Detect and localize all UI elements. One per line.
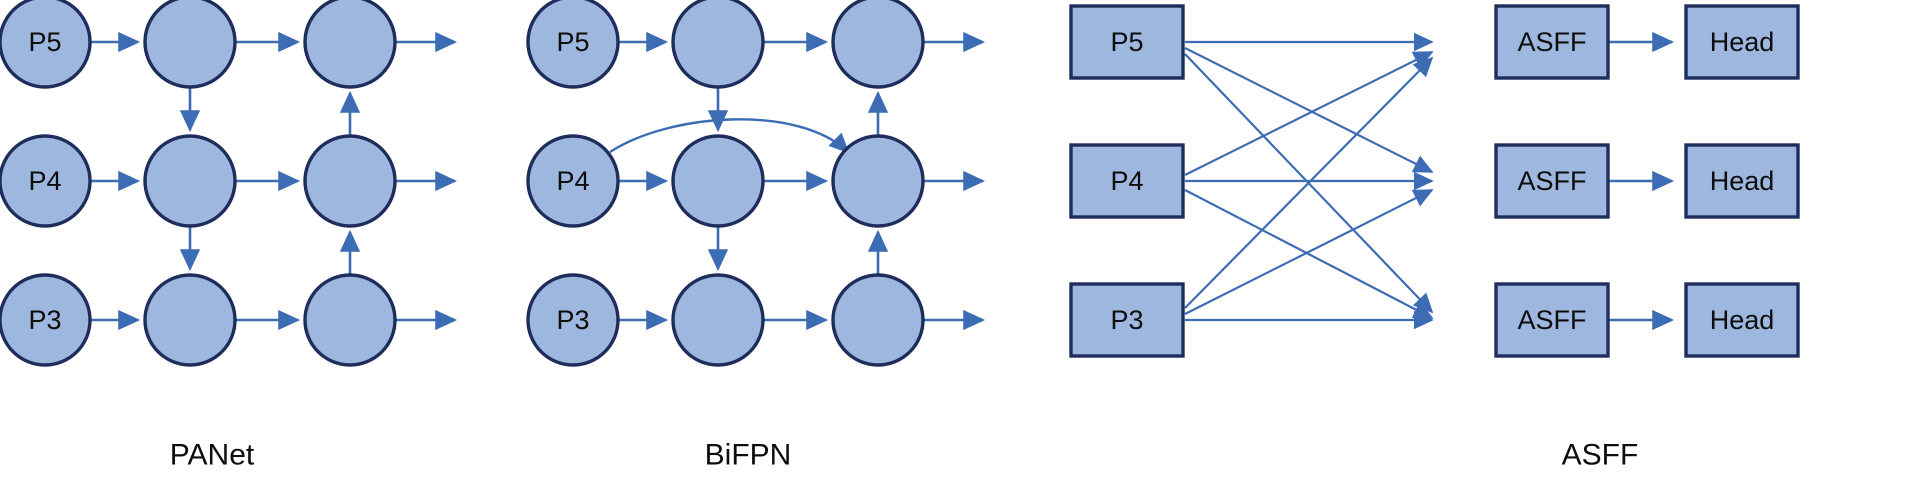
bifpn-horizontal-edges	[618, 31, 986, 331]
asff-fusion-edges	[1184, 32, 1434, 330]
bifpn-mid-node-r2	[671, 134, 765, 228]
panet-node-p5-label: P5	[28, 27, 61, 57]
asff-edge-p3-to-asff2	[1184, 189, 1434, 315]
asff-fusion-box-2	[1494, 143, 1610, 219]
bifpn-node-p4-label: P4	[556, 166, 589, 196]
panel-panet: P5 P4 P3 PANet	[0, 0, 458, 472]
asff-input-box-p4-label: P4	[1110, 166, 1143, 196]
panet-mid-node-r1	[143, 0, 237, 89]
bifpn-node-p5-label: P5	[556, 27, 589, 57]
panet-horizontal-edges	[90, 31, 458, 331]
asff-fusion-box-3	[1494, 282, 1610, 358]
asff-fusion-box-1-label: ASFF	[1517, 27, 1586, 57]
panet-node-p4-label: P4	[28, 166, 61, 196]
panet-node-p3-label: P3	[28, 305, 61, 335]
asff-fusion-box-3-label: ASFF	[1517, 305, 1586, 335]
asff-input-box-p5	[1069, 4, 1185, 80]
asff-head-box-3-label: Head	[1710, 305, 1775, 335]
bifpn-out-node-r3	[831, 273, 925, 367]
panet-node-p3	[0, 273, 92, 367]
asff-edge-p4-to-asff3	[1184, 189, 1434, 319]
asff-head-box-2	[1684, 143, 1800, 219]
asff-head-box-1	[1684, 4, 1800, 80]
bifpn-node-p4	[526, 134, 620, 228]
bifpn-caption: BiFPN	[705, 439, 792, 472]
asff-head-edges	[1608, 31, 1675, 331]
asff-head-box-3	[1684, 282, 1800, 358]
asff-input-box-p3	[1069, 282, 1185, 358]
panet-node-p4	[0, 134, 92, 228]
panet-node-p5	[0, 0, 92, 89]
panet-out-node-r1	[303, 0, 397, 89]
panel-asff: P5 P4 P3 ASFF ASFF ASFF Head Head Head A…	[1069, 4, 1800, 472]
panet-mid-node-r3	[143, 273, 237, 367]
bifpn-node-p3-label: P3	[556, 305, 589, 335]
asff-head-box-1-label: Head	[1710, 27, 1775, 57]
asff-edge-p5-to-asff2	[1184, 47, 1434, 173]
asff-edge-p3-to-asff1	[1184, 56, 1434, 309]
panet-mid-node-r2	[143, 134, 237, 228]
asff-fusion-box-2-label: ASFF	[1517, 166, 1586, 196]
bifpn-mid-node-r3	[671, 273, 765, 367]
asff-edge-p4-to-asff1	[1184, 51, 1434, 176]
asff-input-box-p5-label: P5	[1110, 27, 1143, 57]
panet-caption: PANet	[170, 439, 255, 472]
bifpn-node-p3	[526, 273, 620, 367]
bifpn-skip-connection	[609, 118, 850, 154]
asff-head-box-2-label: Head	[1710, 166, 1775, 196]
asff-input-box-p4	[1069, 143, 1185, 219]
asff-input-box-p3-label: P3	[1110, 305, 1143, 335]
bifpn-mid-node-r1	[671, 0, 765, 89]
asff-fusion-box-1	[1494, 4, 1610, 80]
panet-out-node-r2	[303, 134, 397, 228]
bifpn-node-p5	[526, 0, 620, 89]
bifpn-out-node-r2	[831, 134, 925, 228]
panel-bifpn: P5 P4 P3 BiFPN	[526, 0, 986, 472]
asff-caption: ASFF	[1562, 439, 1639, 472]
bifpn-out-node-r1	[831, 0, 925, 89]
panet-out-node-r3	[303, 273, 397, 367]
